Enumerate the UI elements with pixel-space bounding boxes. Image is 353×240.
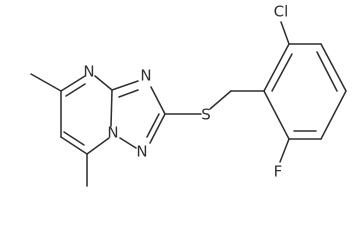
atom-label-nitrogen-triazole-top: N [140,67,151,85]
bond-benzene-top-left-double [271,53,293,92]
bond-ring-bottom-left [60,136,88,155]
bond-benzene-bottom-left [263,90,290,140]
bond-fluorine [279,138,290,163]
bond-triazole-top-right [150,86,166,115]
atom-label-nitrogen-top: N [83,63,94,81]
bond-methyl-top [30,73,62,92]
chemical-structure-diagram: Cl S F N N N N [30,3,347,187]
bond-triazole-top [111,80,139,91]
atom-label-sulfur: S [201,106,211,124]
bond-chlorine [280,21,290,45]
bond-ring-top-left [60,75,86,92]
bond-ring-bottom-right [86,137,110,155]
bond-ring-bottom-left-double [63,131,85,146]
bond-benzene-top-right [320,43,347,92]
bond-ring-right [110,89,113,127]
bond-sulfur-to-methylene [209,90,232,110]
atom-label-nitrogen-bridge: N [107,124,118,142]
atom-label-nitrogen-triazole-bottom: N [136,143,147,161]
bond-benzene-top-right-double [316,51,338,92]
bond-benzene-top-left [263,43,290,92]
atom-label-chlorine: Cl [274,3,289,21]
bond-ring-top-left-double [65,83,86,97]
bond-triazole-bottom-left [119,137,137,149]
bond-ring-top [94,75,113,91]
bond-triazole-bottom-right [149,113,166,144]
atom-label-fluorine: F [274,163,283,181]
bond-benzene-bottom-right [320,90,347,140]
bond-triazole-bottom-right-double [146,113,160,138]
bond-lines [30,21,347,187]
bond-triazole-top-double [118,89,139,98]
